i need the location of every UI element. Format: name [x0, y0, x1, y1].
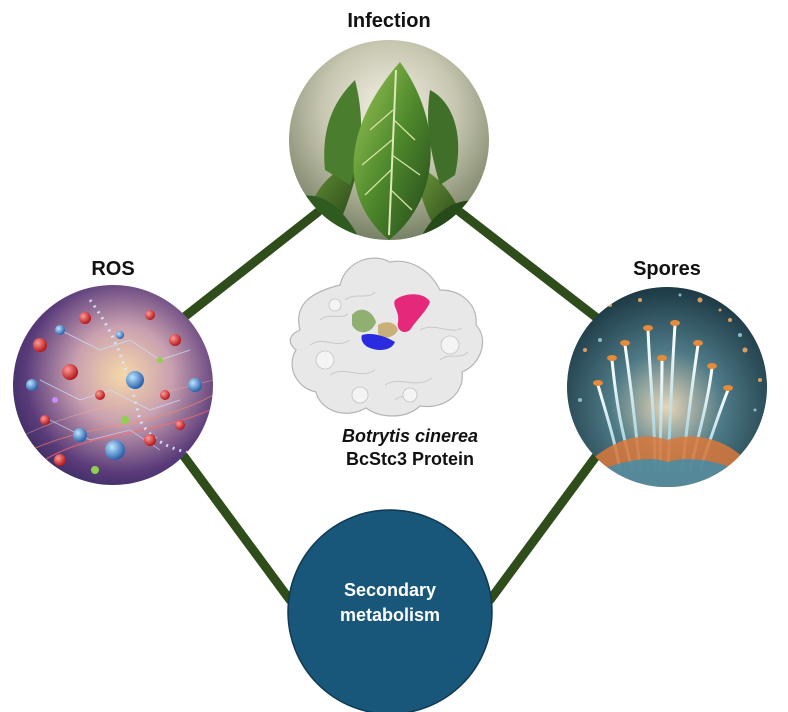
- molecular-network-image: [13, 285, 213, 485]
- species-name: Botrytis cinerea: [341, 426, 479, 446]
- leaf-image: [289, 40, 489, 240]
- highlight-tan-region: [378, 322, 398, 338]
- highlight-green-region: [352, 309, 376, 333]
- connector-spores-metabolism: [485, 450, 602, 605]
- infection-label: Infection: [347, 10, 431, 32]
- spores-label: Spores: [633, 258, 701, 280]
- ros-label: ROS: [91, 258, 135, 280]
- protein-name: BcStc3 Protein: [345, 449, 475, 469]
- highlight-pink-region: [394, 294, 430, 333]
- connector-ros-metabolism: [178, 450, 295, 605]
- connector-infection-spores: [455, 207, 602, 323]
- secondary-metabolism-circle: [287, 509, 493, 712]
- metabolism-label-line1: Secondary: [343, 580, 437, 600]
- highlight-blue-region: [361, 333, 395, 350]
- connector-ros-infection: [178, 207, 323, 323]
- fungal-spores-image: [567, 287, 767, 487]
- connector-lines: [178, 207, 602, 605]
- protein-surface-image: [289, 257, 484, 417]
- protein-caption: Botrytis cinerea BcStc3 Protein: [310, 425, 510, 471]
- metabolism-label-line2: metabolism: [339, 605, 441, 625]
- secondary-metabolism-label: Secondary metabolism: [290, 578, 490, 628]
